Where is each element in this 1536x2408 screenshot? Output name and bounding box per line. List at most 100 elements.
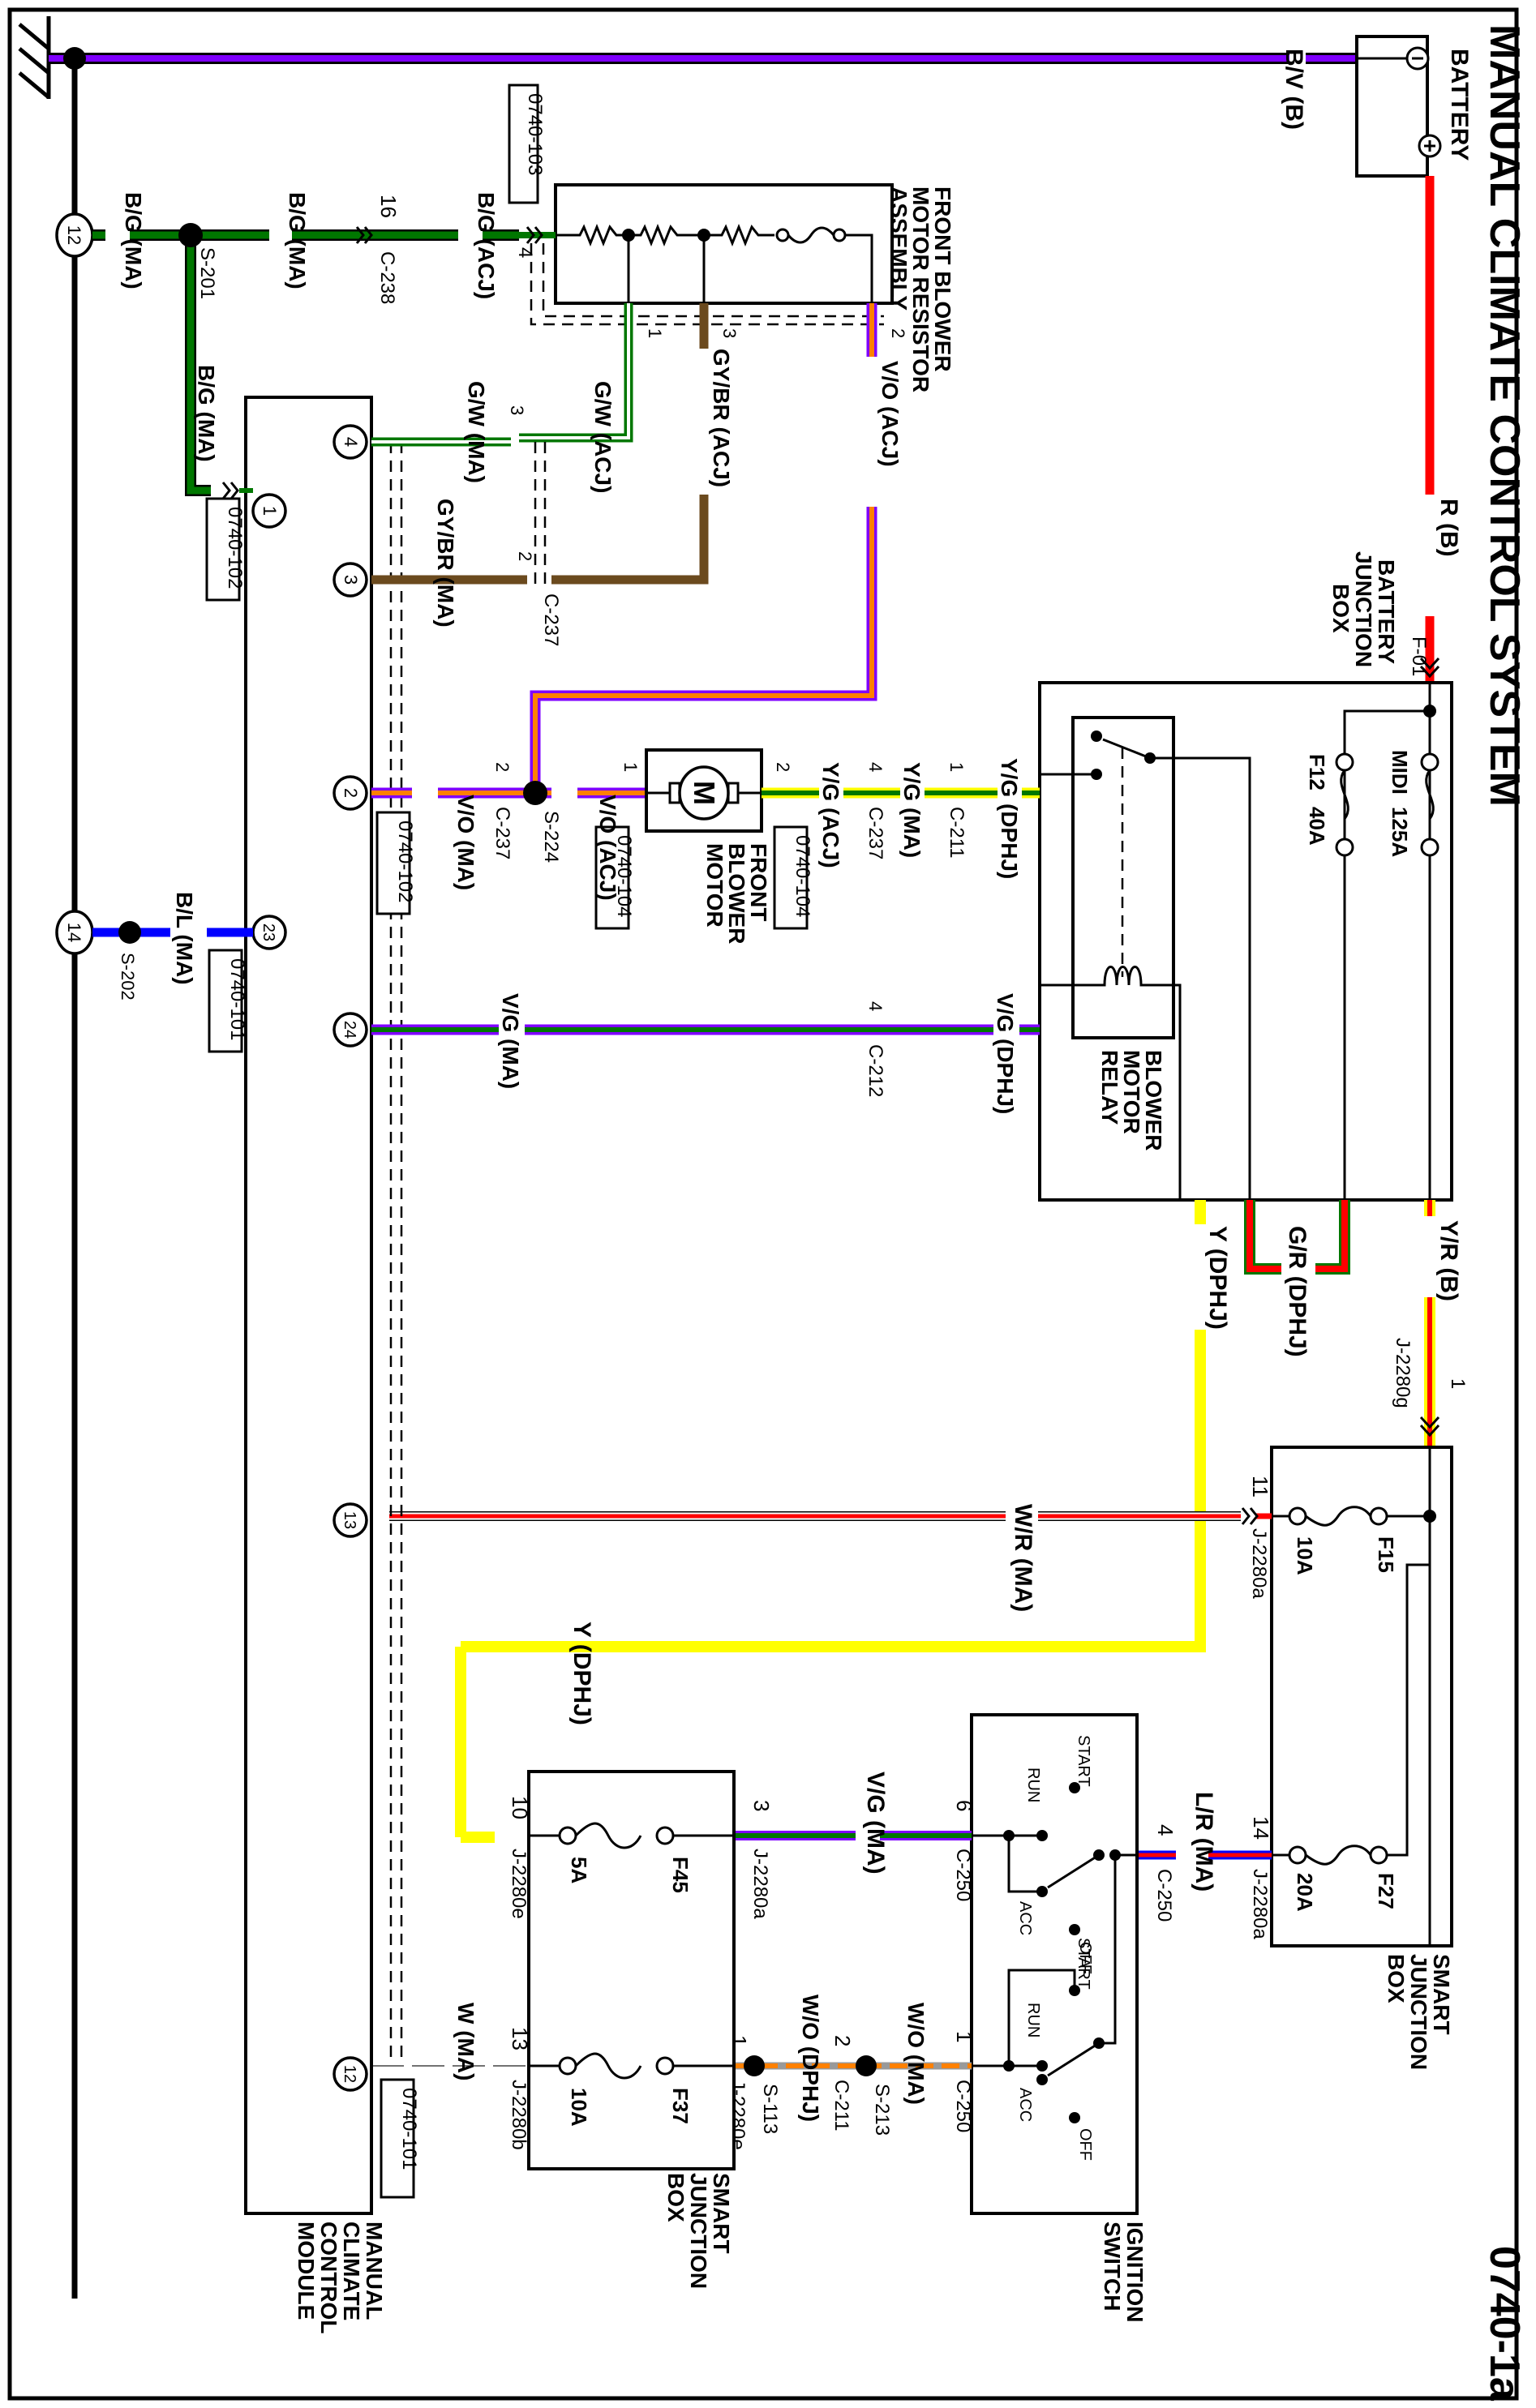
smart-jb-right-label-1: SMART — [1429, 1954, 1454, 2035]
res-pin-4: 4 — [514, 247, 536, 258]
ground-splice — [63, 47, 86, 70]
resistor-label-1: FRONT BLOWER — [930, 186, 955, 372]
svg-text:23: 23 — [260, 923, 277, 941]
resistor-network-icon — [556, 223, 873, 303]
ign-run-2: RUN — [1024, 2003, 1042, 2037]
label-vo-ma: V/O (MA) — [453, 795, 478, 890]
connector-c250-4: C-250 — [1153, 1869, 1175, 1922]
connector-c211-pin: 1 — [946, 762, 967, 772]
svg-text:4: 4 — [341, 437, 361, 447]
connector-c238-pin: 16 — [376, 195, 401, 218]
splice-s224 — [523, 781, 547, 805]
svg-text:24: 24 — [341, 1021, 358, 1039]
motor-label-1: FRONT — [746, 843, 771, 921]
label-bg-ma-3: B/G (MA) — [194, 365, 219, 462]
svg-text:1: 1 — [260, 506, 280, 516]
res-pin-2: 2 — [888, 328, 908, 338]
res-pin-3: 3 — [719, 328, 740, 338]
fuse-f12-rating: 40A — [1305, 807, 1329, 846]
relay-label-1: BLOWER — [1141, 1050, 1166, 1150]
relay-label-2: MOTOR — [1119, 1050, 1144, 1134]
connector-j2280g-icon — [1419, 1416, 1440, 1438]
label-y-dphj-2: Y (DPHJ) — [568, 1622, 595, 1725]
label-s113: S-113 — [759, 2084, 781, 2134]
smart-jb-left-label-3: BOX — [663, 2173, 689, 2222]
svg-text:12: 12 — [341, 2065, 358, 2083]
connector-c212-pin: 4 — [865, 1001, 886, 1011]
smart-jb-left-label-1: SMART — [709, 2173, 734, 2254]
fuse-f15-id: F15 — [1374, 1536, 1398, 1573]
module-pin-4: 4 — [333, 424, 368, 460]
connector-c238: C-238 — [376, 251, 398, 304]
climate-control-module — [244, 396, 373, 2215]
module-pin-2: 2 — [333, 775, 368, 811]
fuse-midi-icon — [1420, 752, 1439, 857]
connector-j2280b: J-2280b — [508, 2080, 530, 2150]
label-vo-acj-2: V/O (ACJ) — [595, 795, 620, 901]
label-bg-acj: B/G (ACJ) — [474, 192, 499, 299]
connector-c237-pin3: 3 — [507, 405, 527, 415]
ground-icon — [18, 16, 51, 99]
connector-c237b: C-237 — [491, 807, 513, 859]
smart-jb-left-label-2: JUNCTION — [686, 2173, 711, 2289]
fuse-f15-icon — [1288, 1506, 1388, 1527]
ground-pin-14: 14 — [55, 910, 94, 955]
ign-start-2b: START — [1075, 1938, 1092, 1990]
relay-coil-icon — [1040, 966, 1182, 1198]
svg-text:0740-102: 0740-102 — [224, 507, 246, 589]
wire-gw — [371, 303, 633, 447]
resistor-label-3: ASSEMBLY — [886, 186, 912, 311]
connector-c237b-pin: 2 — [492, 762, 513, 772]
connector-j2280a-14-pin: 14 — [1249, 1816, 1273, 1840]
fuse-midi-id: MIDI — [1388, 750, 1412, 795]
module-label-1: MANUAL — [362, 2222, 387, 2320]
label-yr-b: Y/R (B) — [1435, 1220, 1462, 1301]
label-s213: S-213 — [871, 2084, 893, 2136]
ignition-switch-label-1: IGNITION — [1122, 2222, 1148, 2322]
svg-text:0740-101: 0740-101 — [398, 2088, 420, 2170]
svg-text:14: 14 — [64, 923, 84, 942]
label-vg-dphj: V/G (DPHJ) — [993, 993, 1018, 1114]
fuse-f45-id: F45 — [668, 1857, 693, 1893]
label-gw-acj: G/W (ACJ) — [590, 381, 616, 493]
label-yg-dphj: Y/G (DPHJ) — [997, 758, 1022, 879]
module-pin-12: 12 — [333, 2056, 368, 2092]
fuse-f45-rating: 5A — [567, 1857, 591, 1883]
svg-text:3: 3 — [341, 575, 361, 585]
ign-off-1: OFF — [1076, 1942, 1094, 1974]
connector-c250-6: C-250 — [952, 1849, 974, 1901]
module-label-2: CLIMATE — [339, 2222, 364, 2320]
connector-c250-1-pin: 1 — [952, 2031, 976, 2042]
module-pin-24: 24 — [333, 1012, 368, 1048]
connector-j2280a-3-pin: 3 — [749, 1800, 774, 1811]
ground-pin-12: 12 — [55, 212, 94, 258]
wire-gybr — [371, 303, 709, 585]
battery-jb-label-1: BATTERY — [1374, 559, 1399, 664]
connector-j2280g: J-2280g — [1392, 1338, 1414, 1408]
battery-jb-label-3: BOX — [1328, 584, 1354, 633]
fuse-f15-rating: 10A — [1293, 1536, 1317, 1575]
wire-bg — [92, 229, 519, 496]
blower-motor-relay — [1071, 716, 1175, 1039]
fuse-f27-icon — [1288, 1845, 1388, 1866]
label-w-ma: W (MA) — [453, 2003, 478, 2080]
relay-label-3: RELAY — [1097, 1050, 1122, 1125]
label-yg-ma: Y/G (MA) — [899, 762, 925, 858]
svg-text:2: 2 — [341, 788, 361, 798]
ign-off-2: OFF — [1076, 2128, 1094, 2161]
connector-c250-6-pin: 6 — [952, 1800, 976, 1811]
svg-text:0740-103: 0740-103 — [524, 93, 546, 175]
connector-j2280e-10-pin: 10 — [508, 1796, 532, 1819]
wire-y-dphj — [455, 1200, 1206, 1843]
ign-run-1: RUN — [1024, 1767, 1042, 1802]
connector-c212: C-212 — [865, 1044, 886, 1097]
splice-s201 — [178, 223, 203, 247]
svg-text:0740-104: 0740-104 — [613, 835, 635, 917]
label-wr-ma: W/R (MA) — [1010, 1504, 1036, 1612]
svg-text:12: 12 — [64, 225, 84, 245]
connector-c250-1: C-250 — [952, 2080, 974, 2132]
label-bg-ma-1: B/G (MA) — [121, 192, 146, 289]
fuse-f27-rating: 20A — [1293, 1873, 1317, 1912]
fuse-f37-rating: 10A — [567, 2088, 591, 2127]
